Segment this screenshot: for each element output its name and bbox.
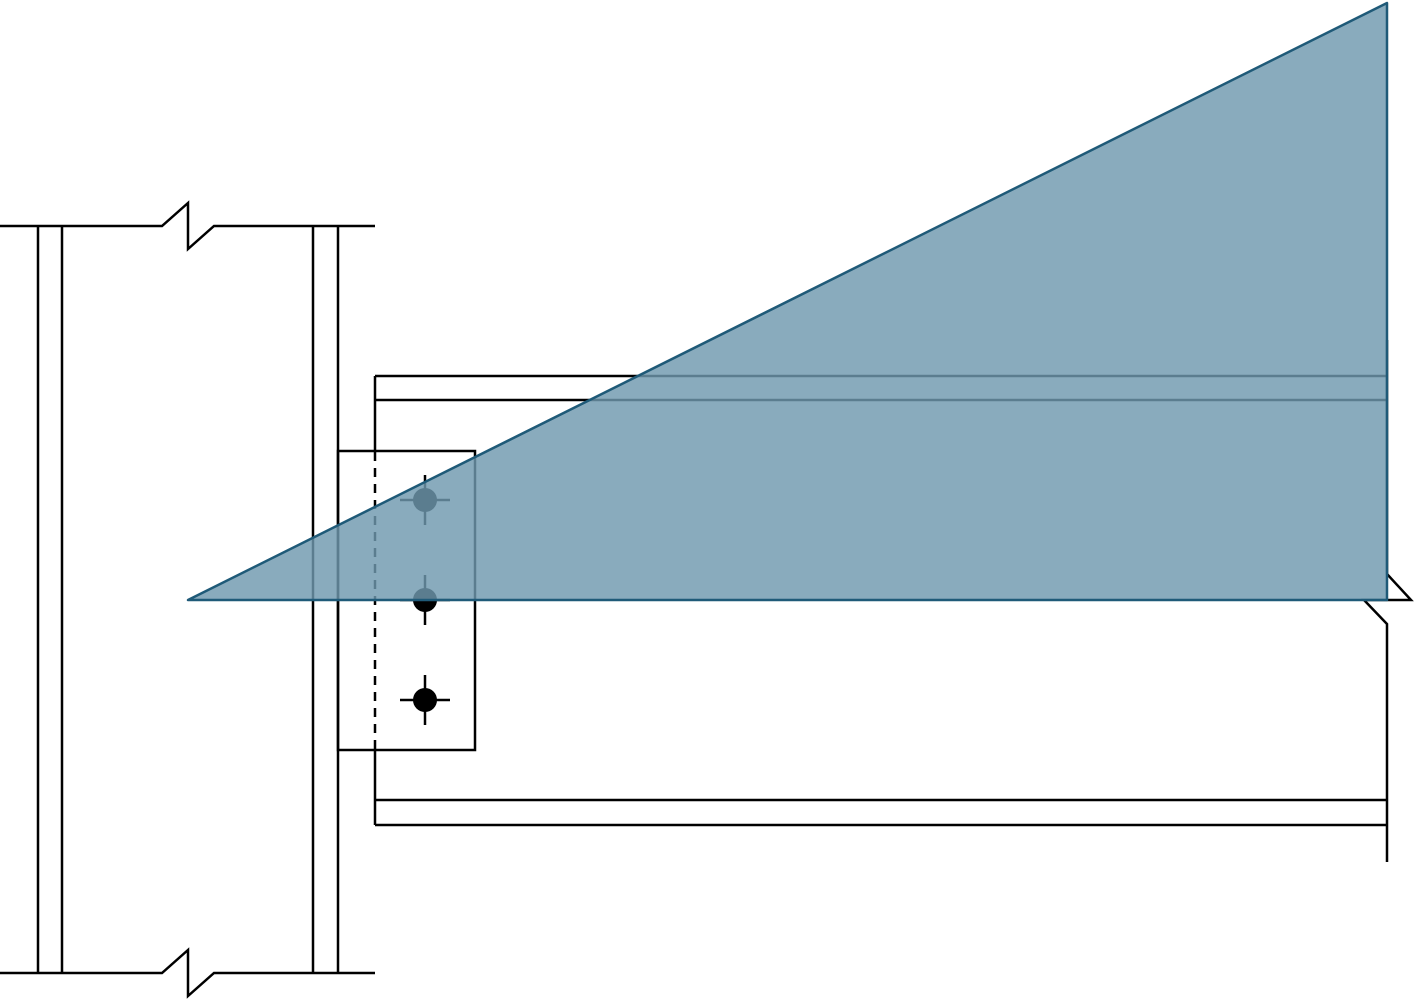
bolt	[400, 675, 450, 725]
column-bottom-break-line	[0, 947, 375, 999]
overlay-triangle	[186, 1, 1389, 602]
column-top-break-line	[0, 200, 375, 252]
